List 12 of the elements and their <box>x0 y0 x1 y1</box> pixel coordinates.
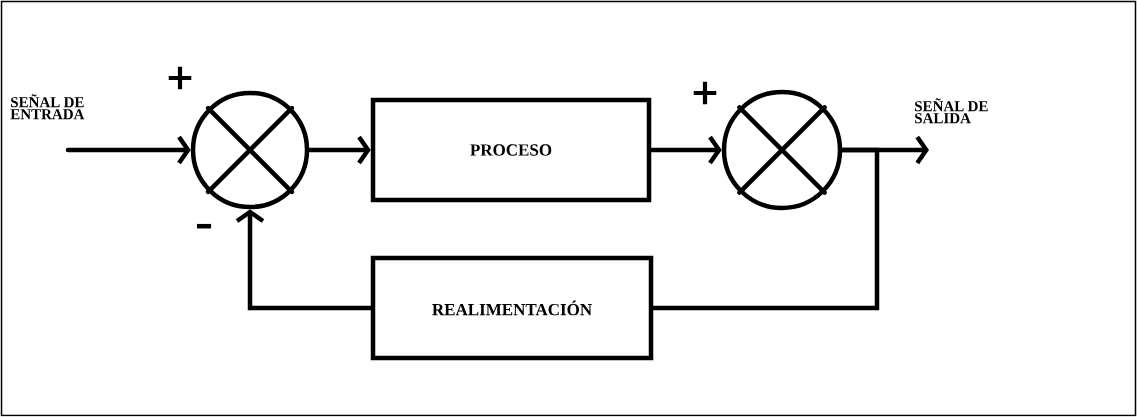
sign-label: + <box>693 81 717 105</box>
summing-junction <box>721 89 843 211</box>
signal-label: SEÑAL DE SALIDA <box>915 98 988 124</box>
arrow <box>235 209 373 311</box>
signal-label: SEÑAL DE ENTRADA <box>10 94 85 120</box>
process-box: PROCESO <box>370 97 652 203</box>
process-box: REALIMENTACIÓN <box>370 255 654 361</box>
arrow <box>649 135 722 165</box>
arrow <box>65 135 191 165</box>
sign-label: + <box>168 66 192 90</box>
arrow <box>307 135 371 165</box>
summing-junction <box>190 90 310 210</box>
